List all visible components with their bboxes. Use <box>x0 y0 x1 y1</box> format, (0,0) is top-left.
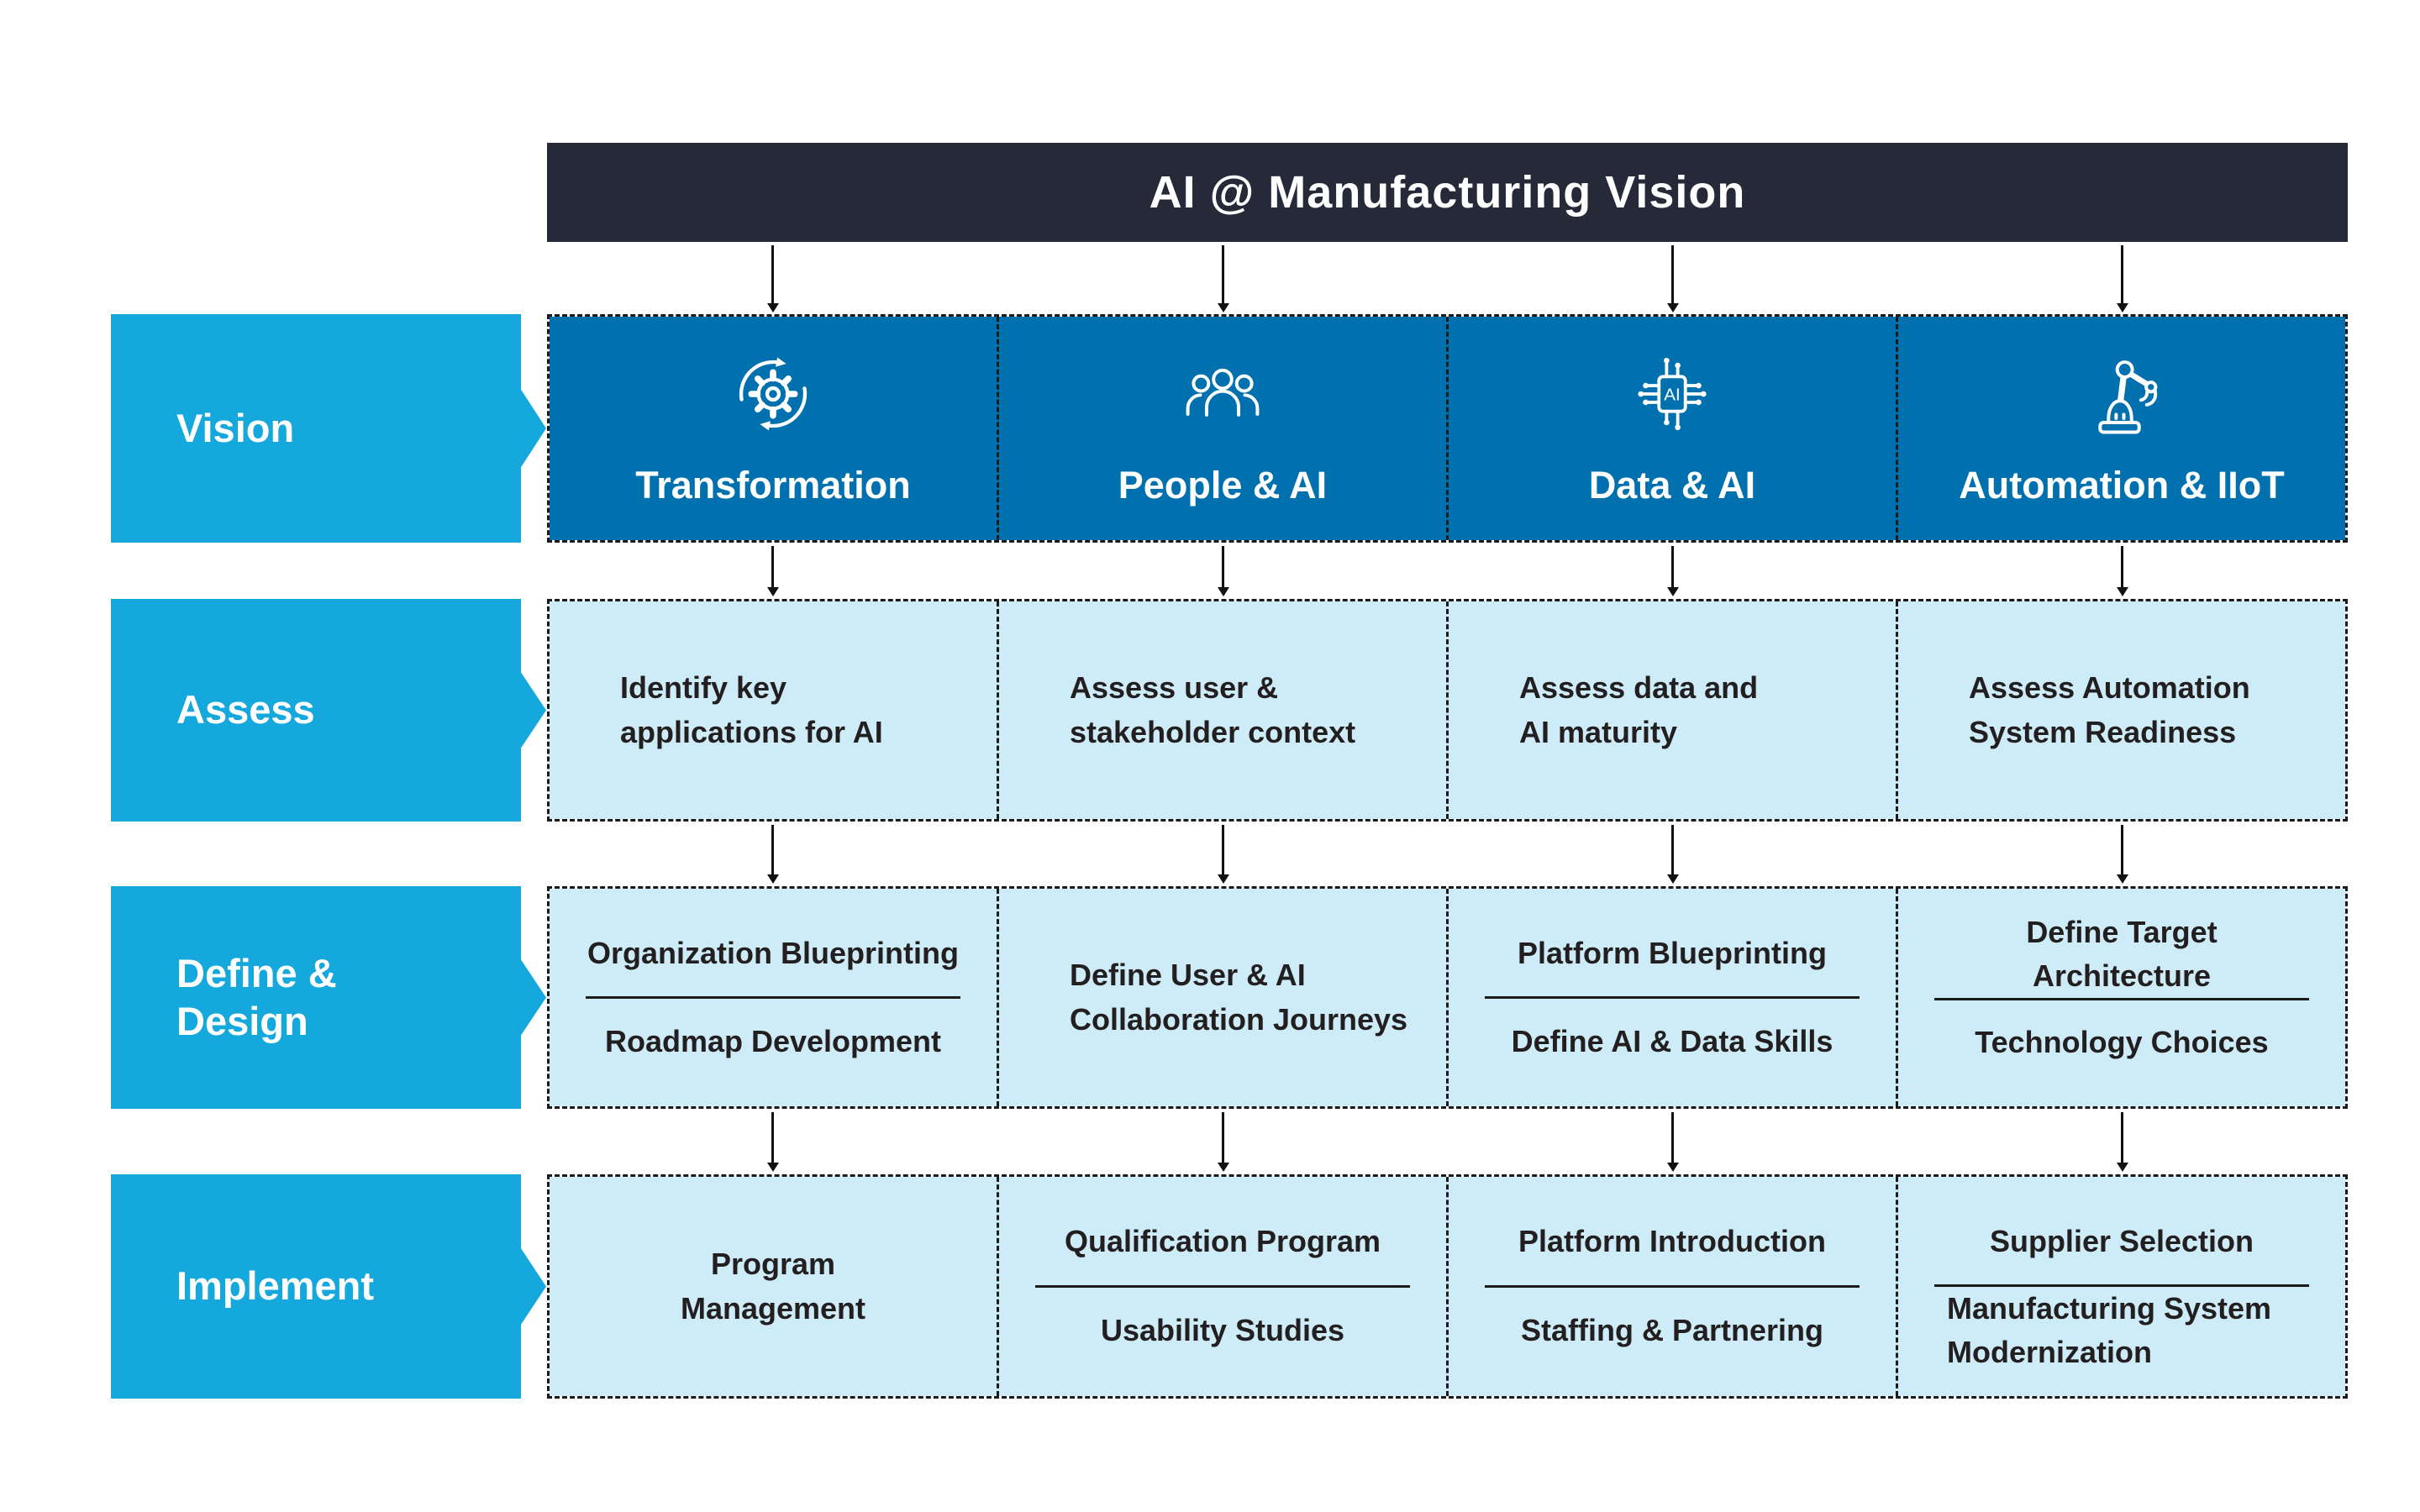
flow-arrow <box>1671 825 1674 875</box>
cell-text: Assess user & stakeholder context <box>1070 670 1356 749</box>
cell-text: Define Target Architecture <box>2026 915 2217 994</box>
flow-arrow <box>2121 245 2123 304</box>
pillar-title: Data & AI <box>1588 464 1756 507</box>
row-label-vision: Vision <box>111 314 546 543</box>
cell-text: Define AI & Data Skills <box>1511 1023 1833 1058</box>
flow-arrow <box>771 825 774 875</box>
people-group-icon <box>1186 368 1260 417</box>
cell-text: Program Management <box>680 1247 866 1326</box>
cell-assess-people: Assess user & stakeholder context <box>997 601 1446 819</box>
cell-implement-automation: Supplier Selection Manufacturing System … <box>1896 1177 2345 1396</box>
cell-divider <box>1034 1285 1411 1288</box>
cell-text: Define User & AI Collaboration Journeys <box>1070 958 1408 1037</box>
pillar-title: Automation & IIoT <box>1959 464 2285 507</box>
cell-implement-people: Qualification Program Usability Studies <box>997 1177 1446 1396</box>
cell-divider <box>1933 998 2310 1001</box>
cell-define-data: Platform Blueprinting Define AI & Data S… <box>1446 889 1896 1106</box>
flow-arrow <box>1222 1112 1224 1163</box>
robot-arm-icon <box>2098 360 2158 434</box>
cell-define-transformation: Organization Blueprinting Roadmap Develo… <box>550 889 997 1106</box>
implement-row: Program Management Qualification Program… <box>547 1174 2348 1399</box>
cell-data-ai: AI Data & AI <box>1446 317 1896 540</box>
cell-text: Assess Automation System Readiness <box>1969 670 2250 749</box>
pillar-title: Transformation <box>635 464 911 507</box>
gear-refresh-icon <box>739 357 808 431</box>
ai-chip-icon: AI <box>1638 357 1707 431</box>
cell-define-people: Define User & AI Collaboration Journeys <box>997 889 1446 1106</box>
cell-divider <box>1933 1284 2310 1287</box>
cell-text: Supplier Selection <box>1989 1223 2254 1258</box>
cell-text: Qualification Program <box>1064 1224 1381 1259</box>
row-label-text: Assess <box>176 687 315 732</box>
cell-text: Organization Blueprinting <box>587 935 959 970</box>
cell-assess-transformation: Identify key applications for AI <box>550 601 997 819</box>
cell-implement-data: Platform Introduction Staffing & Partner… <box>1446 1177 1896 1396</box>
pillar-title: People & AI <box>1118 464 1328 507</box>
flow-arrow <box>771 245 774 304</box>
cell-text: Platform Blueprinting <box>1518 935 1827 970</box>
chip-label: AI <box>1664 385 1681 404</box>
row-label-text: Implement <box>176 1263 375 1309</box>
cell-divider <box>1484 1285 1860 1288</box>
flow-arrow <box>771 1112 774 1163</box>
cell-text: Assess data and AI maturity <box>1519 670 1759 749</box>
flow-arrow <box>2121 1112 2123 1163</box>
cell-text: Manufacturing System Modernization <box>1947 1290 2272 1369</box>
page-title: AI @ Manufacturing Vision <box>1149 167 1746 218</box>
cell-text: Staffing & Partnering <box>1520 1313 1824 1348</box>
flow-arrow <box>771 546 774 588</box>
flow-arrow <box>1671 546 1674 588</box>
cell-text: Roadmap Development <box>604 1023 942 1058</box>
cell-text: Platform Introduction <box>1518 1224 1826 1259</box>
flow-arrow <box>2121 825 2123 875</box>
cell-text: Identify key applications for AI <box>620 670 883 749</box>
cell-divider <box>1484 996 1860 999</box>
row-label-text: Define & Design <box>176 951 337 1043</box>
flow-arrow <box>1222 245 1224 304</box>
flow-arrow <box>2121 546 2123 588</box>
row-label-assess: Assess <box>111 599 546 822</box>
define-design-row: Organization Blueprinting Roadmap Develo… <box>547 886 2348 1109</box>
vision-row: Transformation People & AI <box>547 314 2348 543</box>
cell-define-automation: Define Target Architecture Technology Ch… <box>1896 889 2345 1106</box>
title-banner: AI @ Manufacturing Vision <box>547 143 2348 242</box>
cell-divider <box>585 996 961 999</box>
cell-implement-transformation: Program Management <box>550 1177 997 1396</box>
flow-arrow <box>1671 1112 1674 1163</box>
flow-arrow <box>1671 245 1674 304</box>
cell-assess-automation: Assess Automation System Readiness <box>1896 601 2345 819</box>
cell-automation-iiot: Automation & IIoT <box>1896 317 2345 540</box>
flow-arrow <box>1222 546 1224 588</box>
cell-assess-data: Assess data and AI maturity <box>1446 601 1896 819</box>
cell-text: Technology Choices <box>1975 1025 2269 1060</box>
cell-transformation: Transformation <box>550 317 997 540</box>
assess-row: Identify key applications for AI Assess … <box>547 599 2348 822</box>
cell-people-ai: People & AI <box>997 317 1446 540</box>
cell-text: Usability Studies <box>1100 1313 1345 1348</box>
row-label-implement: Implement <box>111 1174 546 1399</box>
flow-arrow <box>1222 825 1224 875</box>
row-label-define-design: Define & Design <box>111 886 546 1109</box>
row-label-text: Vision <box>176 405 295 450</box>
